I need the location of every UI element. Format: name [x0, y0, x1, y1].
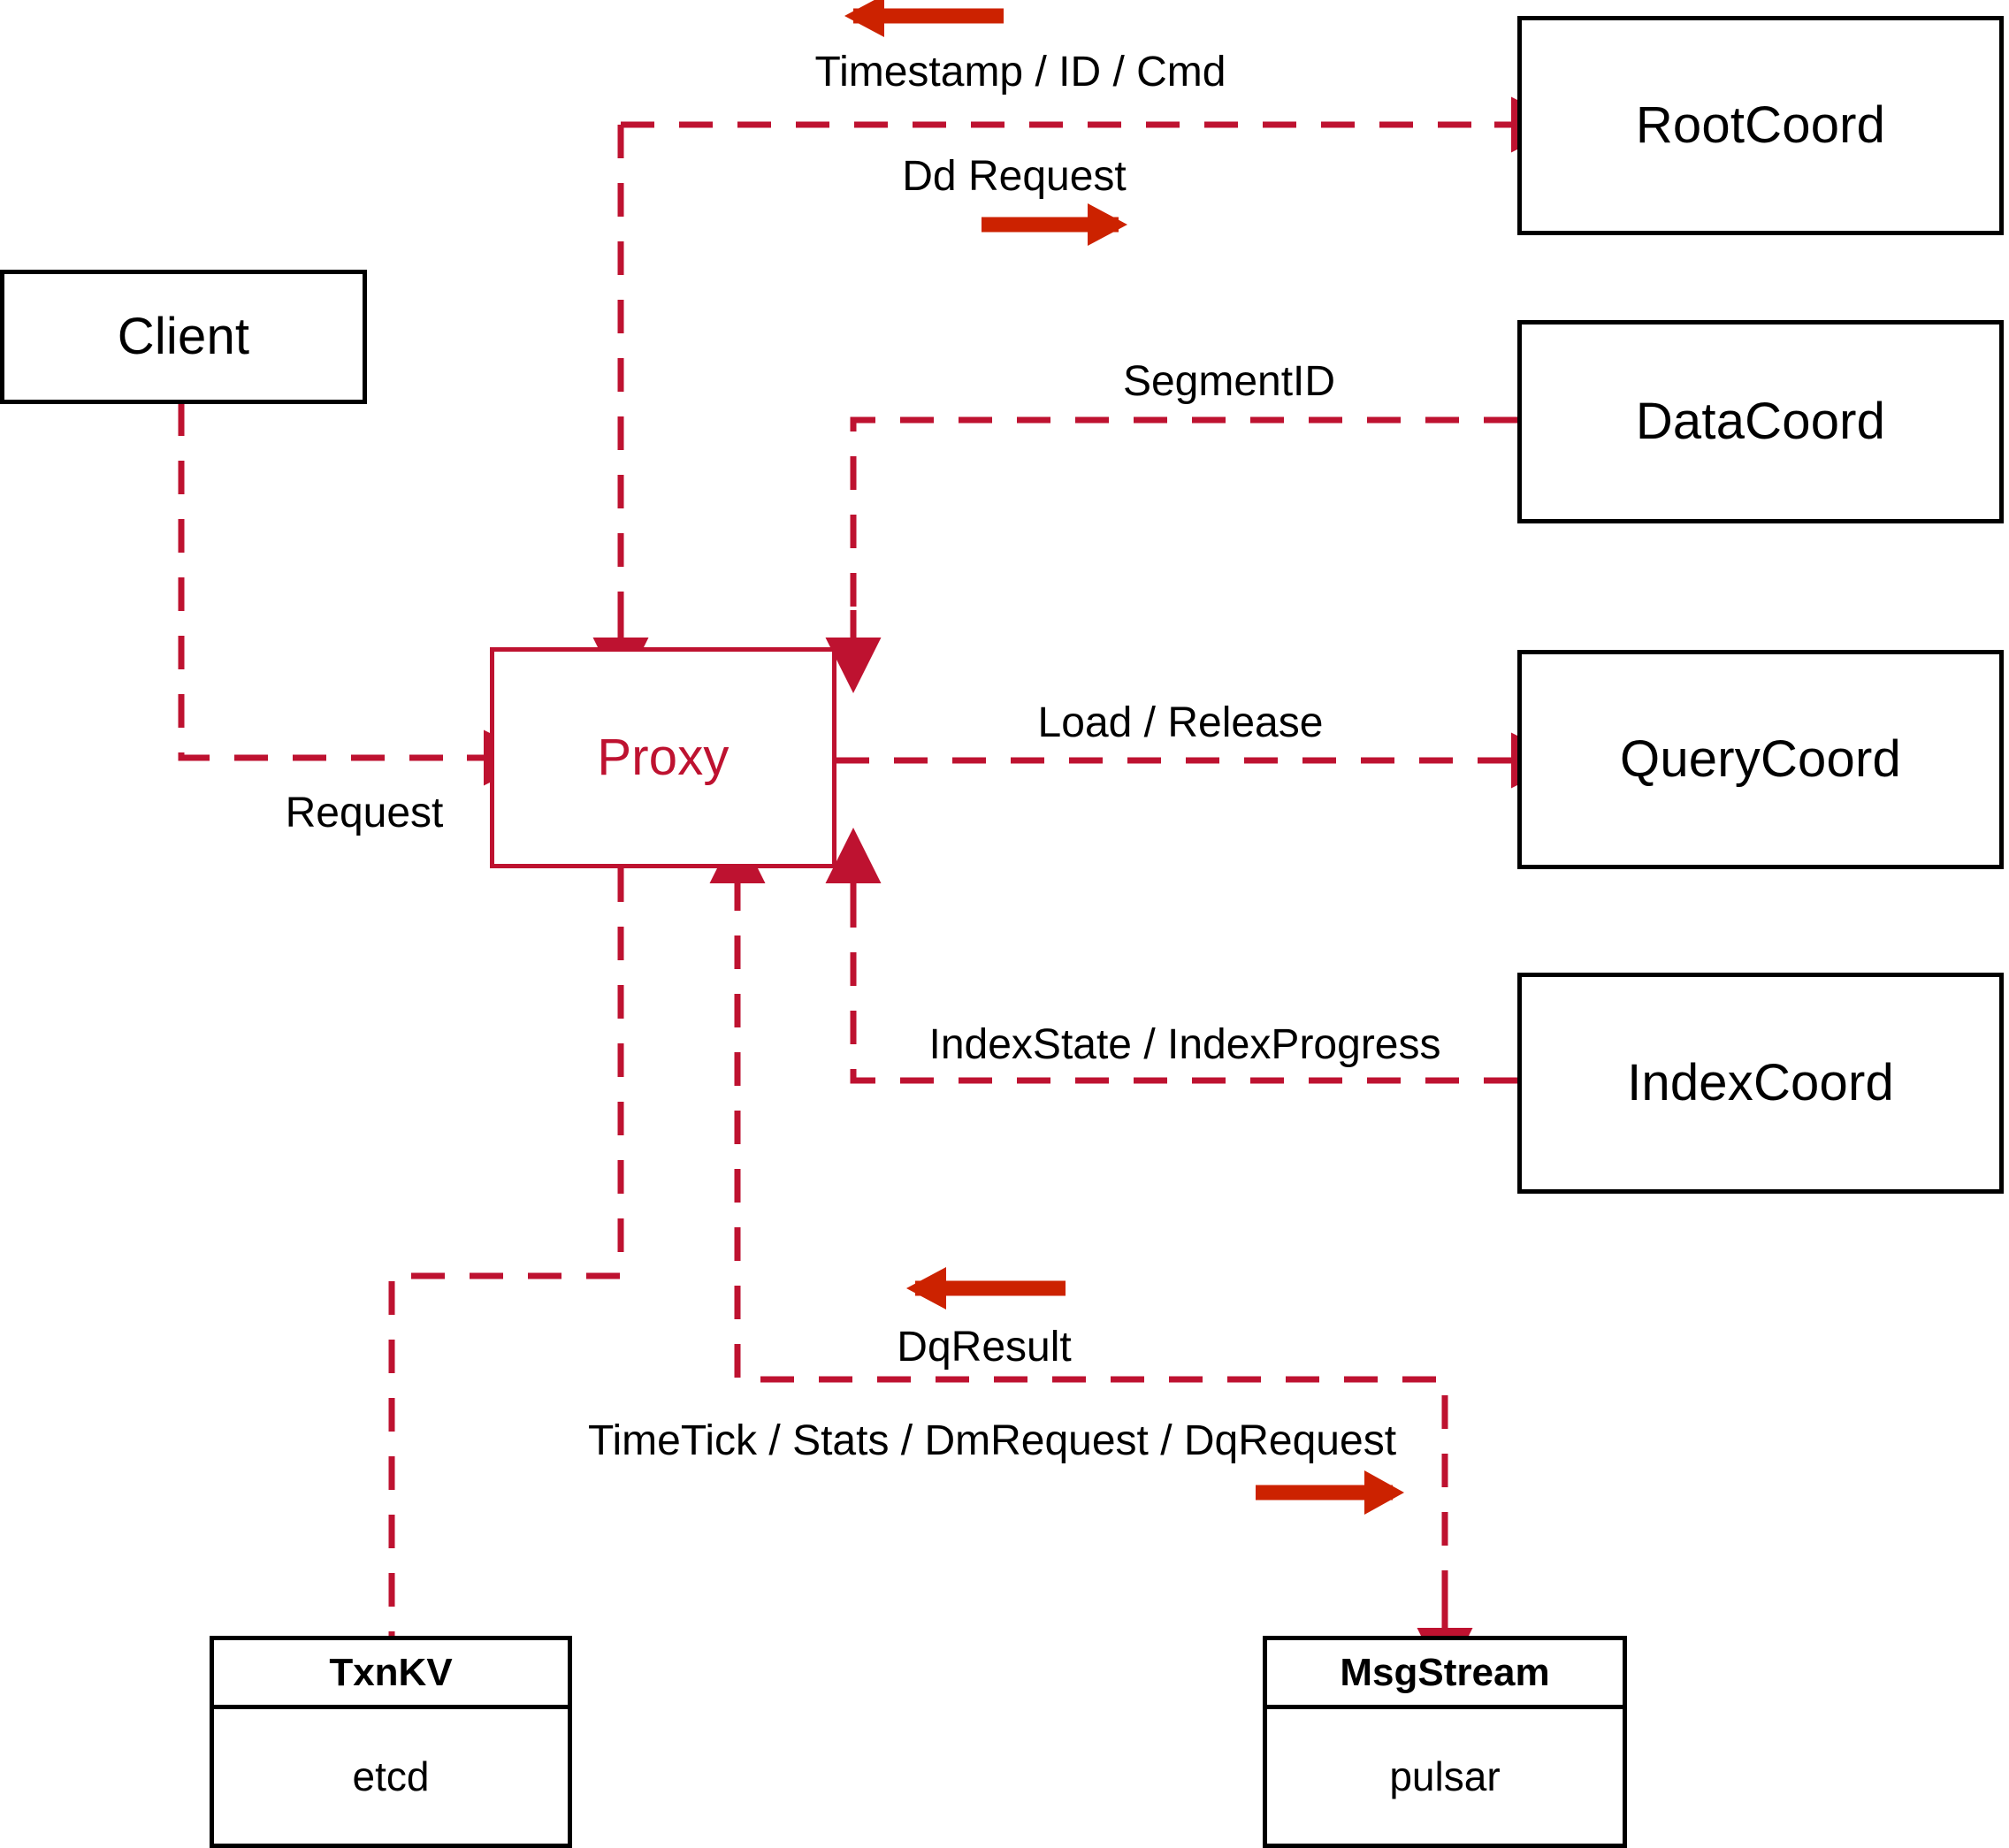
- edge-label-dq-result: DqResult: [897, 1324, 1072, 1371]
- edge-datacoord-to-proxy: [825, 416, 1517, 693]
- node-client[interactable]: Client: [0, 270, 367, 404]
- node-msgstream-body-label: pulsar: [1389, 1753, 1501, 1799]
- node-txnkv-body: etcd: [214, 1709, 568, 1844]
- edge-label-segment-id: SegmentID: [1122, 358, 1336, 405]
- edge-label-dd-request: Dd Request: [902, 153, 1127, 200]
- node-querycoord[interactable]: QueryCoord: [1517, 650, 2004, 869]
- node-indexcoord-label: IndexCoord: [1627, 1054, 1894, 1111]
- edge-label-load-release: Load / Release: [1037, 699, 1324, 746]
- edge-label-timetick-stats: TimeTick / Stats / DmRequest / DqRequest: [587, 1417, 1397, 1464]
- node-msgstream-header-label: MsgStream: [1340, 1650, 1550, 1694]
- node-datacoord[interactable]: DataCoord: [1517, 320, 2004, 523]
- node-txnkv[interactable]: TxnKV etcd: [210, 1636, 572, 1848]
- bold-arrow-dd-request-right: [982, 203, 1127, 246]
- edge-label-timestamp-id-cmd: Timestamp / ID / Cmd: [814, 49, 1226, 95]
- node-client-label: Client: [117, 308, 250, 365]
- node-msgstream[interactable]: MsgStream pulsar: [1263, 1636, 1627, 1848]
- edge-label-request: Request: [285, 790, 444, 836]
- node-txnkv-header: TxnKV: [214, 1640, 568, 1709]
- edge-proxy-to-txnkv: [388, 868, 624, 1636]
- bold-arrow-timestamp-left: [844, 0, 1004, 37]
- node-msgstream-body: pulsar: [1267, 1709, 1623, 1844]
- edge-label-index-state: IndexState / IndexProgress: [928, 1021, 1441, 1068]
- node-indexcoord[interactable]: IndexCoord: [1517, 973, 2004, 1194]
- edge-proxy-to-msgstream: [709, 828, 1473, 1684]
- node-rootcoord[interactable]: RootCoord: [1517, 16, 2004, 235]
- node-querycoord-label: QueryCoord: [1620, 730, 1901, 788]
- node-msgstream-header: MsgStream: [1267, 1640, 1623, 1709]
- edge-client-to-proxy: [178, 402, 539, 786]
- edge-proxy-to-rootcoord: [592, 96, 1567, 693]
- bold-arrow-timetick-right: [1256, 1470, 1404, 1515]
- node-rootcoord-label: RootCoord: [1635, 96, 1886, 154]
- node-proxy-label: Proxy: [597, 729, 730, 786]
- edge-indexcoord-to-proxy: [825, 828, 1517, 1084]
- node-proxy[interactable]: Proxy: [490, 647, 836, 868]
- node-datacoord-label: DataCoord: [1635, 393, 1886, 450]
- bold-arrow-dq-result-left: [906, 1267, 1066, 1310]
- node-txnkv-body-label: etcd: [352, 1753, 430, 1799]
- node-txnkv-header-label: TxnKV: [329, 1650, 453, 1694]
